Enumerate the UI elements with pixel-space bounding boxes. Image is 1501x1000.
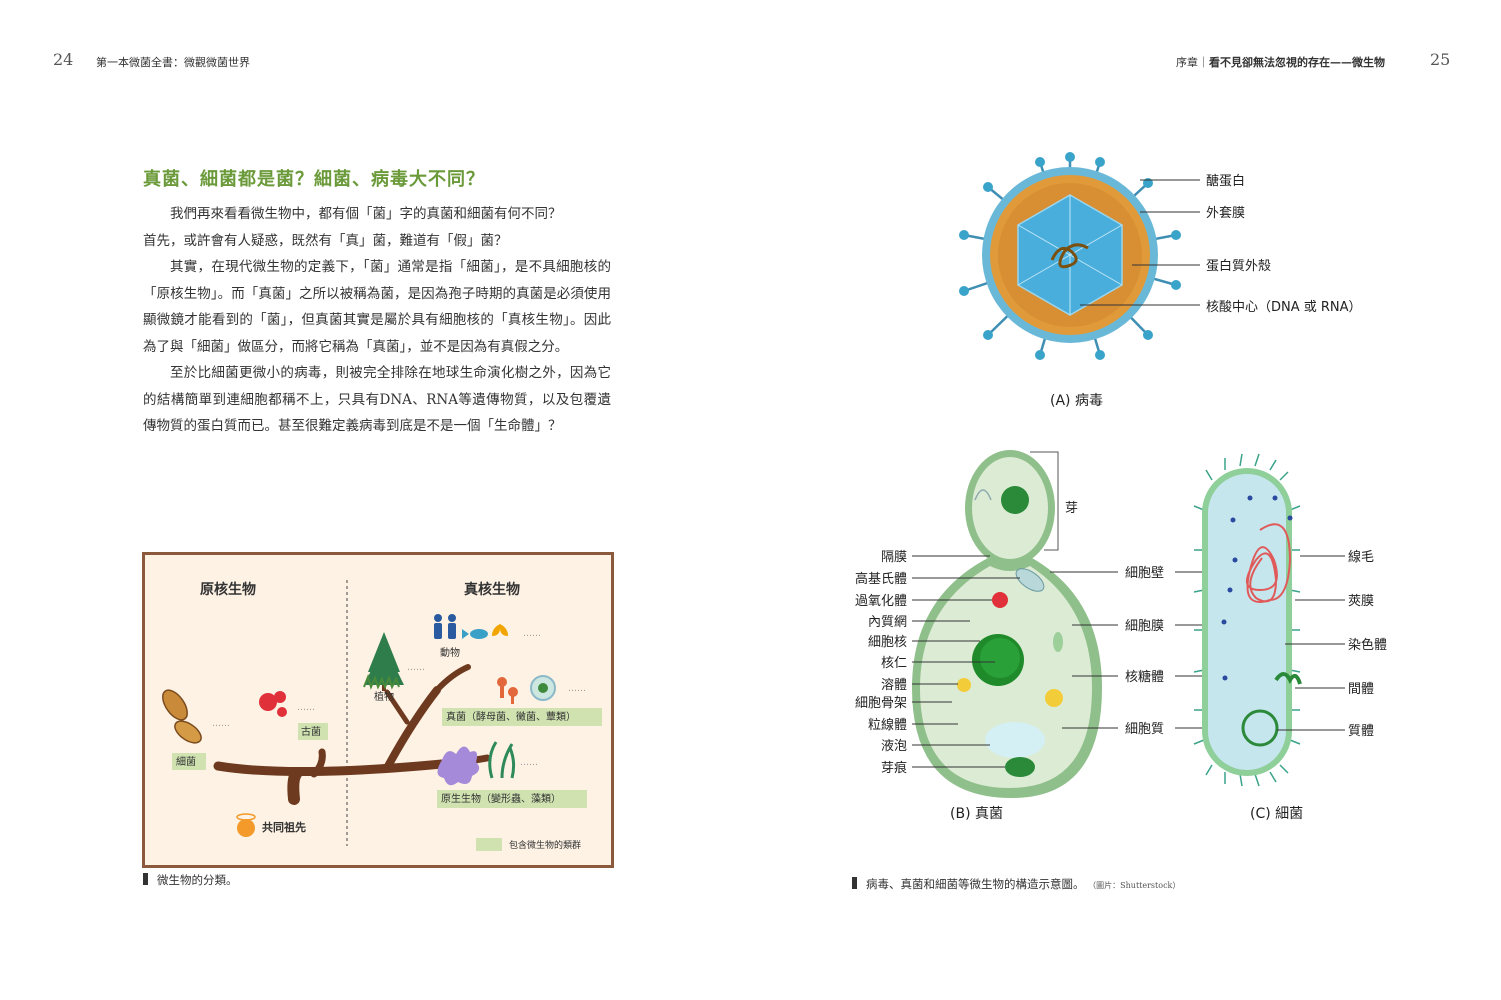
ellipsis: ……	[407, 663, 425, 673]
shared-label: 細胞壁	[1125, 566, 1164, 581]
image-credit: （圖片：Shutterstock）	[1088, 881, 1181, 890]
tree-of-life-figure: 原核生物 真核生物 …… 細菌 …… 古菌 …… 植物	[142, 552, 614, 868]
paragraph: 至於比細菌更微小的病毒，則被完全排除在地球生命演化樹之外，因為它的結構簡單到連細…	[143, 365, 611, 434]
bacteria-label: 間體	[1348, 682, 1374, 697]
section-title: 真菌、細菌都是菌？細菌、病毒大不同？	[143, 169, 485, 190]
fungus-label: 隔膜	[881, 550, 907, 565]
protist-icon	[437, 741, 516, 786]
eukaryote-heading: 真核生物	[464, 581, 520, 598]
virus-leader-lines	[1080, 179, 1200, 306]
fungus-label: 粒線體	[868, 717, 907, 733]
animal-icon	[434, 614, 508, 639]
cell-structure-figure: 芽 隔膜 高基氏體 過氧化體 內質網 細胞核 核仁 溶體 細胞骨架 粒線體 液泡…	[855, 450, 1387, 822]
tree-caption-text: 微生物的分類。	[157, 873, 238, 887]
bud-nucleus	[1001, 486, 1029, 514]
bacteria-icon	[162, 689, 202, 744]
bud-label: 芽	[1065, 501, 1078, 516]
virus-label: 外套膜	[1206, 205, 1245, 221]
fungus-left-leaders	[912, 555, 1020, 768]
bacteria-label: 染色體	[1348, 637, 1387, 653]
bud-scar	[1005, 757, 1035, 777]
mesosome	[1274, 672, 1302, 685]
paragraph: 首先，或許會有人疑惑，既然有「真」菌，難道有「假」菌？	[143, 232, 508, 249]
bacterium-cell	[1193, 453, 1302, 787]
bacteria-label: 質體	[1348, 724, 1374, 739]
right-caption-text: 病毒、真菌和細菌等微生物的構造示意圖。	[866, 877, 1085, 891]
prokaryote-heading: 原核生物	[200, 581, 256, 598]
vacuole	[985, 722, 1045, 758]
nucleic-acid	[1050, 243, 1089, 269]
running-header-right: 序章｜看不見卻無法忽視的存在——微生物	[1176, 54, 1385, 70]
bacteria-caption: (C) 細菌	[1250, 806, 1303, 822]
protists-label: 原生生物（變形蟲、藻類）	[441, 792, 561, 805]
legend-swatch	[476, 838, 502, 851]
spike-tips	[959, 152, 1181, 360]
fungus-label: 液泡	[881, 739, 907, 754]
page-number-right: 25	[1430, 50, 1451, 69]
fungus-label: 溶體	[881, 678, 907, 693]
fungus-label: 高基氏體	[855, 571, 907, 587]
tree-figure-caption: 微生物的分類。	[143, 872, 238, 888]
virus-label: 蛋白質外殼	[1206, 258, 1271, 274]
label-box	[298, 723, 328, 740]
virus-caption: (A) 病毒	[1050, 393, 1103, 409]
ellipsis: ……	[212, 719, 230, 729]
fungus-label: 核仁	[881, 656, 907, 671]
fungus-label: 細胞骨架	[855, 696, 907, 711]
ellipsis: ……	[523, 629, 541, 639]
label-box	[437, 790, 587, 808]
label-box	[442, 708, 602, 726]
ellipsis: ……	[297, 703, 315, 713]
animals-label: 動物	[440, 646, 460, 659]
running-header-prefix: 序章｜	[1176, 56, 1209, 69]
caption-bar	[143, 873, 148, 885]
plant-icon	[363, 632, 404, 691]
right-figure-caption: 病毒、真菌和細菌等微生物的構造示意圖。 （圖片：Shutterstock）	[852, 876, 1180, 892]
bacteria-label: 細菌	[176, 755, 196, 768]
bacteria-leaders	[1277, 555, 1345, 731]
virus-figure: 醣蛋白 外套膜 蛋白質外殼 核酸中心（DNA 或 RNA） (A) 病毒	[959, 152, 1362, 409]
chromosome	[1246, 523, 1292, 603]
plants-label: 植物	[374, 690, 394, 703]
virus-label: 醣蛋白	[1206, 173, 1245, 189]
bacteria-label: 莢膜	[1348, 594, 1374, 609]
running-header-title: 看不見卻無法忽視的存在——微生物	[1209, 56, 1385, 69]
fungus-caption: (B) 真菌	[950, 806, 1003, 822]
ribosome-dots	[1221, 495, 1293, 681]
fungi-label: 真菌（酵母菌、黴菌、蕈類）	[446, 710, 576, 723]
peroxisome	[992, 592, 1008, 608]
paragraph: 其實，在現代微生物的定義下，「菌」通常是指「細菌」，是不具細胞核的「原核生物」。…	[143, 259, 611, 355]
page-number-left: 24	[53, 50, 74, 69]
virus-label: 核酸中心（DNA 或 RNA）	[1206, 300, 1362, 315]
ancestor-icon	[237, 819, 255, 837]
body-text: 我們再來看看微生物中，都有個「菌」字的真菌和細菌有何不同？ 首先，或許會有人疑惑…	[143, 201, 611, 440]
bacteria-label: 線毛	[1348, 549, 1374, 565]
fungus-label: 過氧化體	[855, 594, 907, 609]
legend-label: 包含微生物的類群	[509, 839, 581, 851]
shared-label: 核糖體	[1125, 669, 1164, 685]
fungi-icon	[497, 675, 556, 704]
ancestor-label: 共同祖先	[262, 820, 306, 834]
ellipsis: ……	[568, 684, 586, 694]
archaea-icon	[259, 691, 287, 717]
fungus-label: 細胞核	[868, 635, 907, 650]
plasmid	[1241, 709, 1279, 747]
running-header-left: 第一本微菌全書：微觀微菌世界	[96, 56, 250, 69]
golgi	[1015, 568, 1045, 592]
fungus-label: 內質網	[868, 615, 907, 630]
label-box	[172, 753, 206, 770]
shared-label: 細胞質	[1125, 722, 1164, 737]
shared-label: 細胞膜	[1125, 619, 1164, 634]
archaea-label: 古菌	[301, 725, 321, 738]
ellipsis: ……	[520, 758, 538, 768]
lysosome	[957, 678, 971, 692]
caption-bar	[852, 877, 857, 889]
paragraph: 我們再來看看微生物中，都有個「菌」字的真菌和細菌有何不同？	[170, 206, 562, 222]
fungus-label: 芽痕	[881, 760, 907, 776]
